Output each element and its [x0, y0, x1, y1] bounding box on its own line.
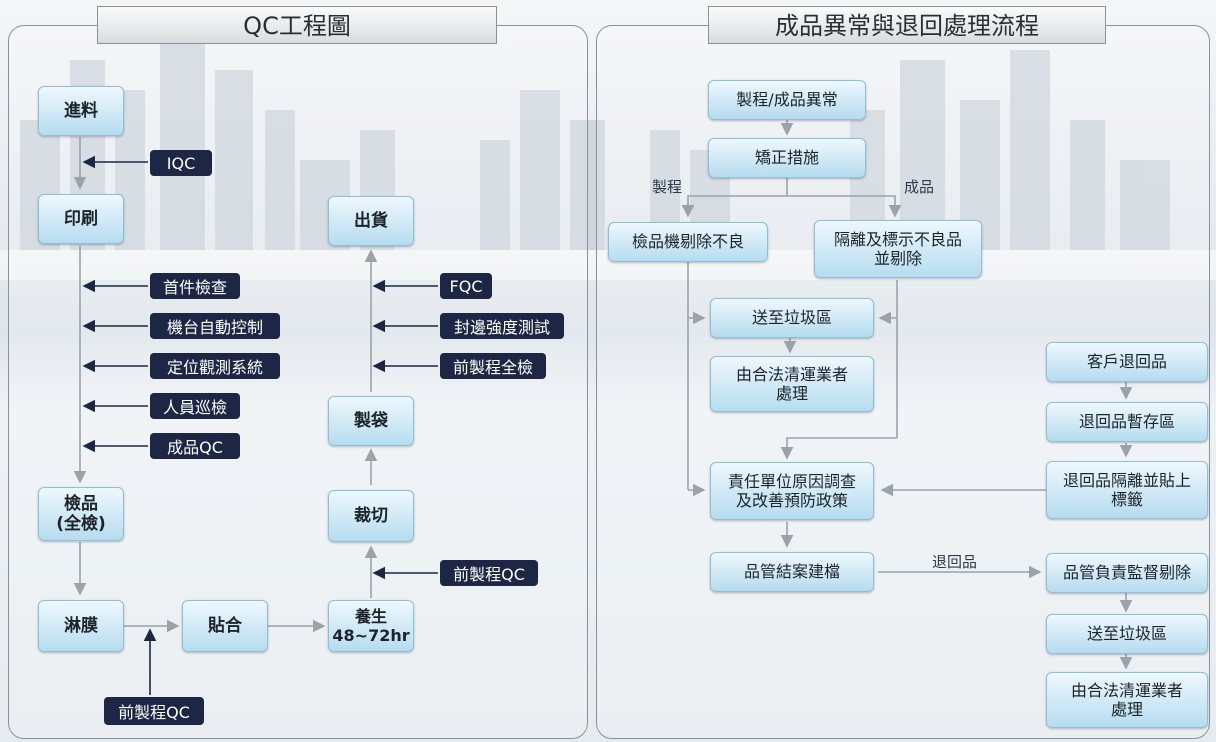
step-print: 印刷: [38, 194, 124, 244]
box-qc-supervise: 品管負責監督剔除: [1046, 553, 1208, 593]
box-return-isolate: 退回品隔離並貼上 標籤: [1046, 461, 1208, 519]
qc-panel-title: QC工程圖: [97, 6, 497, 44]
box-legal-2: 由合法清運業者 處理: [1046, 672, 1208, 728]
box-temp-storage: 退回品暫存區: [1046, 402, 1208, 442]
box-correct: 矯正措施: [708, 138, 866, 178]
label-product-qc: 成品QC: [150, 433, 240, 459]
edge-label-process: 製程: [652, 178, 683, 196]
label-iqc: IQC: [150, 150, 212, 176]
label-pre-qc-bottom: 前製程QC: [104, 697, 204, 725]
step-cure: 養生 48~72hr: [328, 600, 414, 652]
label-pre-full: 前製程全檢: [440, 353, 546, 379]
step-coat: 淋膜: [38, 600, 124, 652]
box-machine-reject: 檢品機剔除不良: [608, 222, 768, 262]
label-patrol: 人員巡檢: [150, 393, 240, 419]
box-legal-1: 由合法清運業者 處理: [710, 356, 874, 412]
label-positioning: 定位觀測系統: [150, 353, 280, 379]
box-isolate: 隔離及標示不良品 並剔除: [814, 220, 982, 278]
label-machine-auto: 機台自動控制: [150, 313, 280, 339]
box-customer-return: 客戶退回品: [1046, 342, 1208, 382]
box-investigate: 責任單位原因調查 及改善預防政策: [710, 462, 874, 520]
box-to-trash-2: 送至垃圾區: [1046, 614, 1208, 654]
label-first-article: 首件檢查: [150, 273, 240, 299]
edge-label-product: 成品: [904, 178, 935, 196]
label-seal-test: 封邊強度測試: [440, 313, 564, 339]
box-abnormal: 製程/成品異常: [708, 80, 866, 120]
edge-label-returned: 退回品: [932, 553, 978, 571]
exception-panel-title: 成品異常與退回處理流程: [708, 6, 1106, 44]
step-feed: 進料: [38, 86, 124, 136]
step-cut: 裁切: [328, 490, 414, 542]
box-close-case: 品管結案建檔: [710, 552, 874, 592]
step-laminate: 貼合: [182, 600, 268, 652]
step-inspect: 檢品 (全檢): [38, 487, 124, 541]
label-pre-qc-right: 前製程QC: [440, 560, 538, 586]
box-to-trash-1: 送至垃圾區: [710, 298, 874, 338]
label-fqc: FQC: [440, 273, 492, 299]
step-ship: 出貨: [328, 196, 414, 246]
step-bag: 製袋: [328, 396, 414, 446]
